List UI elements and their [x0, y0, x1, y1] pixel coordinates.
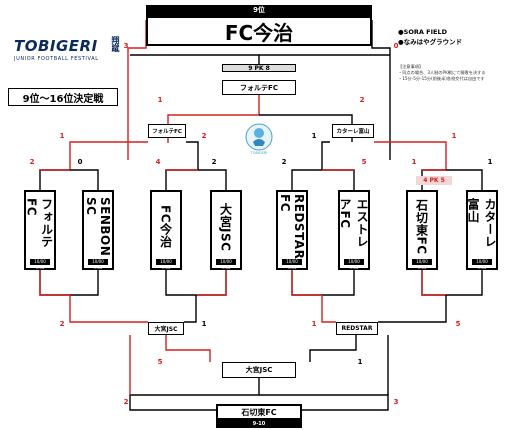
r1-score: 1 — [411, 158, 417, 166]
field-2: ●なみはやグラウンド — [398, 38, 463, 46]
lower-r1-score: 1 — [311, 320, 317, 328]
lower-r2-score: 1 — [357, 358, 363, 366]
team-footer: 10/00 9:30 — [344, 259, 364, 270]
lower-r2-score: 5 — [157, 358, 163, 366]
team-card: 石切東FC 10/00 9:30 — [406, 190, 438, 270]
lower-box-right: REDSTAR — [336, 322, 378, 335]
team-footer: 10/00 9:30 — [156, 259, 176, 270]
team-card: フォルテFC 10/00 9:30 — [24, 190, 56, 270]
semi-top-box: フォルテFC — [222, 80, 296, 95]
lower-final-score: 2 — [123, 398, 129, 406]
field-legend: ●SORA FIELD ●なみはやグラウンド — [398, 28, 513, 46]
team-card: REDSTAR FC 10/00 9:30 — [276, 190, 308, 270]
team-name: FC今治 — [158, 205, 173, 249]
field-1: ●SORA FIELD — [398, 28, 448, 36]
logo-name: TOBIGERI — [14, 37, 98, 55]
team-card: 大宮JSC 10/00 9:30 — [210, 190, 242, 270]
team-card: エストレアFC 10/00 9:30 — [338, 190, 370, 270]
r2-box-left: フォルテFC — [148, 124, 186, 138]
notes-line-1: ・同点の場合、3人制のPK戦にて勝敗を決する — [398, 70, 486, 75]
champion-name: FC今治 — [224, 20, 294, 45]
team-card: カターレ富山 10/00 9:30 — [466, 190, 498, 270]
r1-score: 4 — [155, 158, 161, 166]
semi-top-pk: 9 PK 8 — [222, 64, 296, 72]
r1-score: 0 — [77, 158, 83, 166]
emblem-text: TOBIGERI — [250, 151, 268, 155]
team-footer: 10/00 9:30 — [30, 259, 50, 270]
r2-box-right: カターレ富山 — [332, 124, 374, 138]
team-name: SENBON SC — [84, 197, 112, 257]
pk-r1-right: 4 PK 5 — [416, 176, 452, 185]
final-top-score: 3 — [123, 42, 129, 50]
logo-kanji: 翔蹴 — [111, 36, 120, 52]
lower-box-left: 大宮JSC — [148, 322, 184, 335]
lower-r1-score: 2 — [59, 320, 65, 328]
team-footer: 10/00 9:30 — [216, 259, 236, 270]
notes-line-2: ・15分-5分-15分(前後半)各校交代は自由です — [398, 76, 485, 81]
team-footer: 10/00 9:30 — [88, 259, 108, 270]
emblem-icon: TOBIGERI — [244, 122, 274, 155]
r1-score: 1 — [487, 158, 493, 166]
semi-top-score: 2 — [359, 96, 365, 104]
team-name: REDSTAR FC — [278, 194, 306, 260]
team-name: フォルテFC — [24, 198, 54, 248]
r2-score: 1 — [451, 132, 457, 140]
team-name: 石切東FC — [414, 199, 429, 255]
final-top-score: 0 — [393, 42, 399, 50]
lower-r1-score: 1 — [201, 320, 207, 328]
lower-final-box: 石切東FC — [216, 404, 302, 420]
r1-score: 2 — [281, 158, 287, 166]
team-card: FC今治 10/00 9:30 — [150, 190, 182, 270]
r1-score: 5 — [361, 158, 367, 166]
team-card: SENBON SC 10/00 9:30 — [82, 190, 114, 270]
team-footer: 10/00 9:30 — [472, 259, 492, 270]
semi-top-score: 1 — [157, 96, 163, 104]
lower-r1-score: 5 — [455, 320, 461, 328]
notes: 【注意事項】 ・同点の場合、3人制のPK戦にて勝敗を決する ・15分-5分-15… — [398, 64, 513, 82]
team-name: 大宮JSC — [218, 202, 233, 252]
team-footer: 10/00 9:30 — [282, 259, 302, 270]
lower-semi-box: 大宮JSC — [222, 362, 296, 378]
r2-score: 2 — [201, 132, 207, 140]
champion-box: FC今治 — [146, 16, 372, 46]
r1-score: 2 — [211, 158, 217, 166]
team-footer: 10/00 9:30 — [412, 259, 432, 270]
logo-subtitle: JUNIOR FOOTBALL FESTIVAL — [14, 56, 99, 62]
notes-heading: 【注意事項】 — [398, 64, 424, 69]
r2-score: 1 — [59, 132, 65, 140]
page-title: 9位〜16位決定戦 — [8, 88, 118, 106]
logo: TOBIGERI 翔蹴 JUNIOR FOOTBALL FESTIVAL — [14, 36, 124, 66]
lower-final-label: 9-10 — [216, 420, 302, 428]
lower-final-score: 3 — [393, 398, 399, 406]
r1-score: 2 — [29, 158, 35, 166]
team-name: カターレ富山 — [466, 198, 497, 248]
team-name: エストレアFC — [338, 198, 369, 248]
rank-label: 9位 — [146, 5, 372, 16]
r2-score: 1 — [311, 132, 317, 140]
